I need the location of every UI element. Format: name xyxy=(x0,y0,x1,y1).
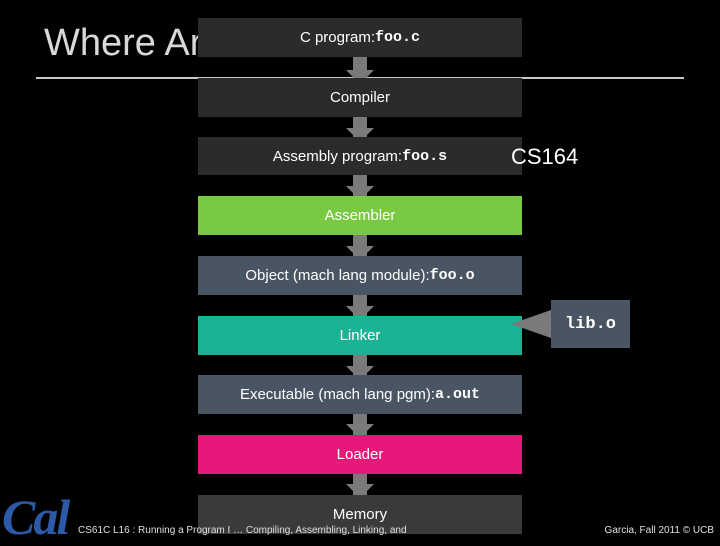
c-program-label: C program: xyxy=(299,29,375,46)
c-program-box: C program: foo.c xyxy=(198,18,522,57)
object-box: Object (mach lang module): foo.o xyxy=(198,256,522,295)
memory-label: Memory xyxy=(332,506,388,523)
lib-file: lib.o xyxy=(564,314,616,334)
arrow-head xyxy=(346,484,374,498)
memory-box: Memory xyxy=(198,495,522,534)
compiler-box: Compiler xyxy=(198,78,522,117)
lib-arrow xyxy=(511,310,551,338)
footer-right: Garcia, Fall 2011 © UCB xyxy=(604,525,714,536)
assembler-box: Assembler xyxy=(198,196,522,235)
executable-file: a.out xyxy=(435,386,481,403)
cs164-label: CS164 xyxy=(511,144,579,169)
object-label: Object (mach lang module): xyxy=(245,267,430,284)
object-file: foo.o xyxy=(429,267,475,284)
cal-logo: Cal xyxy=(2,489,70,545)
linker-label: Linker xyxy=(339,327,381,344)
lib-box: lib.o xyxy=(551,300,630,348)
compiler-label: Compiler xyxy=(329,89,390,106)
c-program-file: foo.c xyxy=(375,29,421,46)
executable-box: Executable (mach lang pgm): a.out xyxy=(198,375,522,414)
assembly-file: foo.s xyxy=(402,147,448,165)
loader-box: Loader xyxy=(198,435,522,474)
loader-label: Loader xyxy=(336,446,384,463)
executable-label: Executable (mach lang pgm): xyxy=(239,386,436,403)
assembly-box: Assembly program: foo.s xyxy=(198,137,522,175)
arrow-head xyxy=(346,424,374,438)
linker-box: Linker xyxy=(198,316,522,355)
assembly-label: Assembly program: xyxy=(272,147,403,165)
assembler-label: Assembler xyxy=(324,207,396,224)
footer-left: CS61C L16 : Running a Program I … Compil… xyxy=(78,525,407,536)
